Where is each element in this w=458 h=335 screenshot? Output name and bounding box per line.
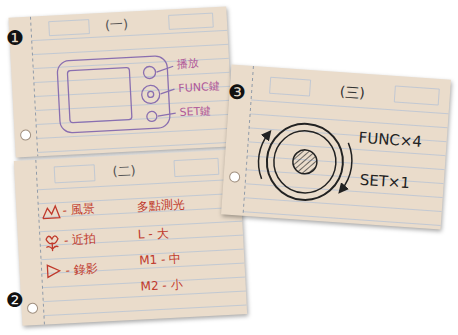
callout-number: ❸ (228, 82, 246, 102)
setting-label: M2 - 小 (140, 278, 183, 293)
button-label: FUNC鍵 (178, 81, 220, 95)
mode-label: - 錄影 (65, 263, 98, 278)
step-label: SET×1 (359, 172, 410, 192)
card-heading: (一) (105, 18, 129, 33)
mode-label: - 風景 (62, 203, 95, 218)
button-label: 播放 (177, 58, 200, 71)
card-heading: (二) (112, 164, 136, 179)
index-card: (三) FUNC×4SET×1 (221, 65, 451, 230)
index-card: (一) 播放 FUNC鍵 SET鍵 (8, 6, 233, 157)
step-label: FUNC×4 (358, 130, 422, 151)
setting-label: M1 - 中 (139, 252, 182, 267)
index-card: (二) - 風景 - 近拍 - 錄影 多點測光 L - 大 M1 - 中 M2 - 小 (14, 149, 247, 326)
setting-label: L - 大 (138, 227, 169, 242)
button-label: SET鍵 (179, 105, 211, 119)
card-heading: (三) (339, 84, 365, 101)
callout-number: ❷ (6, 290, 24, 310)
mode-label: - 近拍 (64, 233, 97, 248)
callout-number: ❶ (6, 28, 24, 48)
setting-label: 多點測光 (136, 198, 185, 214)
